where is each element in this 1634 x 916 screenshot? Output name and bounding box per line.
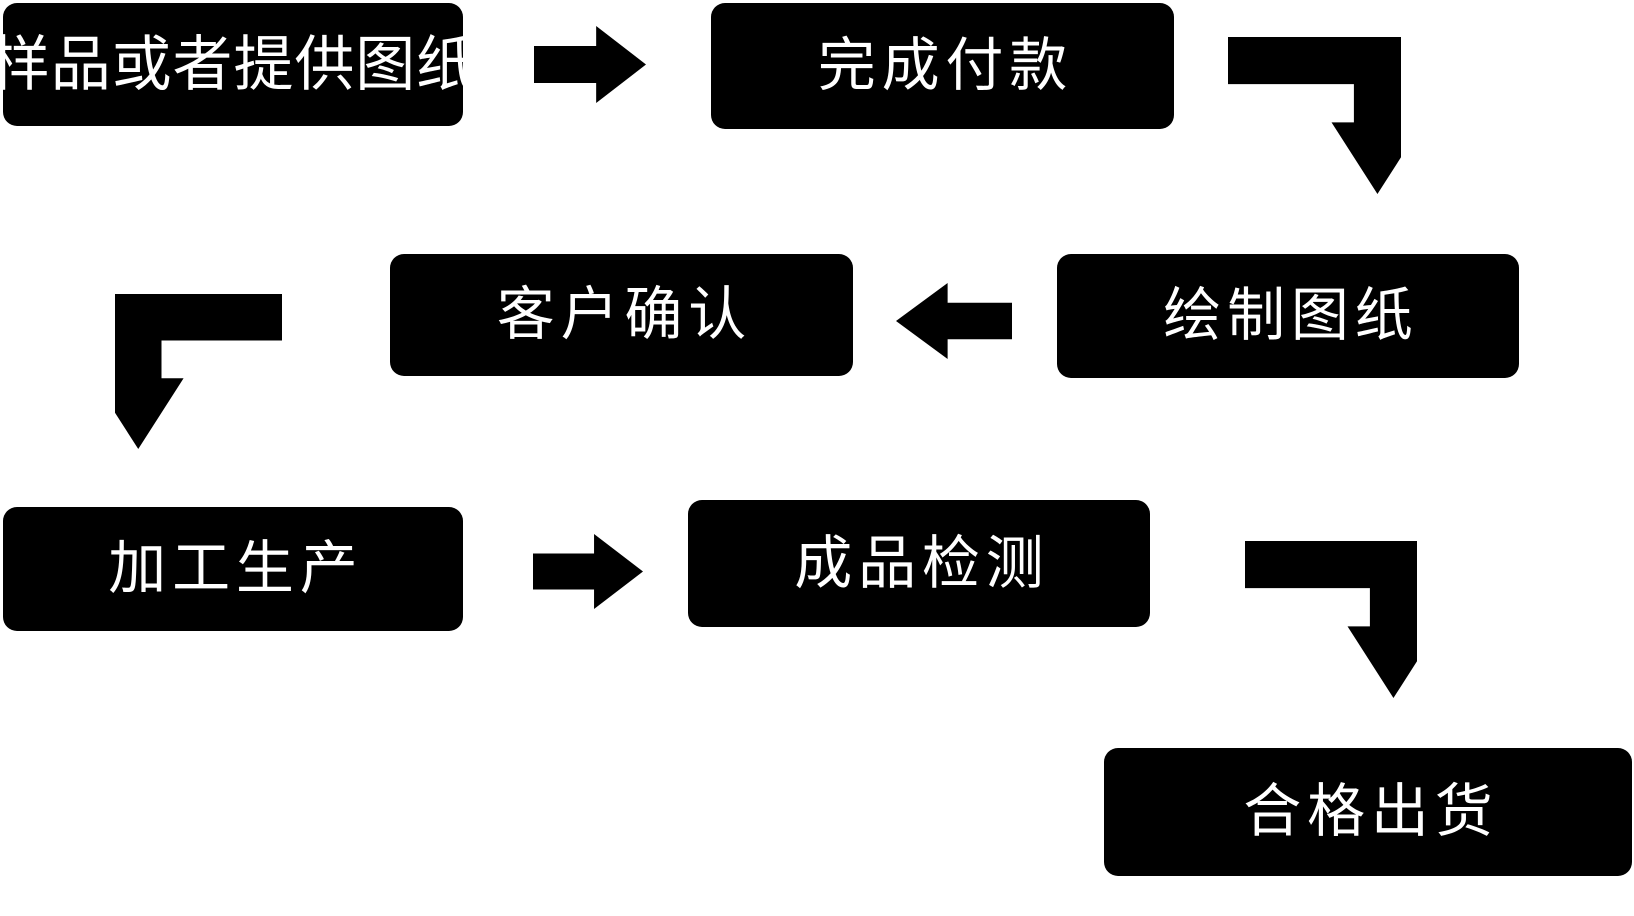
- connector-elbow-right-down-icon: [1228, 37, 1401, 194]
- flow-node-n3[interactable]: 绘制图纸: [1057, 254, 1519, 378]
- connector-arrow-right-icon: [533, 534, 643, 609]
- flow-node-label: 合格出货: [1243, 779, 1499, 844]
- flow-node-n6[interactable]: 成品检测: [688, 500, 1150, 627]
- flow-node-n2[interactable]: 完成付款: [711, 3, 1174, 129]
- flow-node-label: 客户确认: [496, 282, 752, 347]
- flow-node-n7[interactable]: 合格出货: [1104, 748, 1632, 876]
- flow-node-label: 完成付款: [817, 33, 1073, 98]
- connector-elbow-right-down-icon: [1245, 541, 1417, 698]
- flow-node-label: 加工生产: [108, 536, 364, 601]
- connector-arrow-right-icon: [534, 26, 646, 103]
- flow-node-n1[interactable]: 样品或者提供图纸: [0, 3, 476, 126]
- connector-elbow-left-down-icon: [115, 294, 282, 449]
- flow-node-n4[interactable]: 客户确认: [390, 254, 853, 376]
- connector-arrow-left-icon: [896, 283, 1012, 359]
- flow-node-n5[interactable]: 加工生产: [3, 507, 463, 631]
- flow-node-label: 成品检测: [794, 530, 1050, 596]
- flow-node-label: 绘制图纸: [1163, 283, 1419, 348]
- flow-node-label: 样品或者提供图纸: [0, 30, 478, 98]
